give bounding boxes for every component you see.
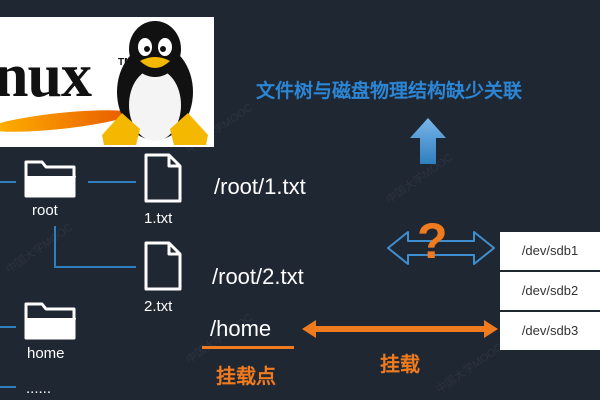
device-item[interactable]: /dev/sdb1 (500, 232, 600, 272)
tux-penguin-icon (102, 21, 208, 145)
mount-point-label: 挂载点 (216, 366, 276, 388)
folder-label-home: home (27, 345, 65, 362)
file-label-1: 1.txt (144, 210, 173, 227)
folder-icon[interactable] (24, 156, 78, 198)
arrow-up-icon (410, 118, 446, 164)
tree-line (0, 181, 16, 183)
watermark: 中国大学MOOC (4, 221, 76, 277)
path-root-2: /root/2.txt (212, 264, 304, 289)
tree-line (0, 326, 16, 328)
page-title: 文件树与磁盘物理结构缺少关联 (256, 81, 523, 102)
tree-line (0, 386, 16, 388)
mount-label: 挂载 (380, 354, 420, 376)
device-list: /dev/sdb1 /dev/sdb2 /dev/sdb3 (500, 232, 600, 350)
file-icon[interactable] (143, 152, 183, 204)
folder-label-root: root (32, 202, 58, 219)
file-icon[interactable] (143, 240, 183, 292)
question-mark: ? (417, 213, 448, 269)
tree-line (54, 266, 136, 268)
path-home: /home (210, 316, 272, 341)
device-item[interactable]: /dev/sdb2 (500, 272, 600, 312)
tree-line (54, 226, 56, 268)
mount-arrow-icon (302, 320, 498, 338)
logo-text: nux (0, 42, 92, 110)
mount-point-underline (202, 346, 294, 349)
file-label-2: 2.txt (144, 298, 173, 315)
more-items-label: ...... (26, 380, 52, 397)
linux-logo: nux TM (0, 17, 214, 147)
tree-line (88, 181, 136, 183)
path-root-1: /root/1.txt (214, 174, 306, 199)
folder-icon[interactable] (24, 298, 78, 340)
double-arrow-icon (387, 231, 495, 265)
device-item[interactable]: /dev/sdb3 (521, 323, 579, 338)
watermark: 中国大学MOOC (434, 341, 506, 397)
